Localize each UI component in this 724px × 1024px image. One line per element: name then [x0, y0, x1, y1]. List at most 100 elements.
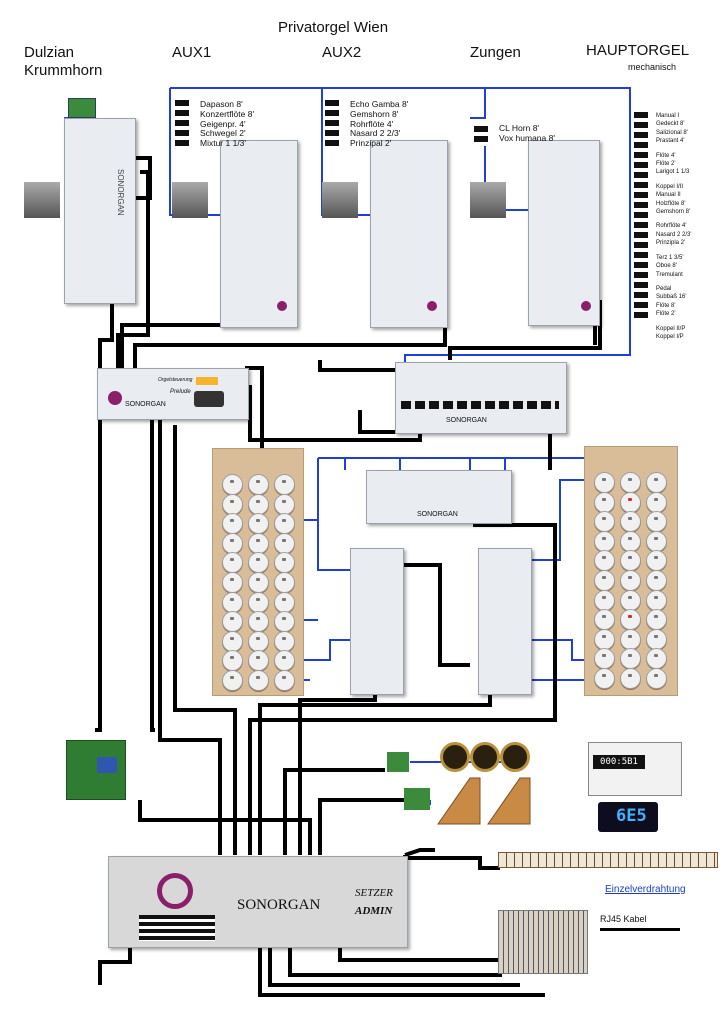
pipes-photo-aux2: [322, 182, 358, 218]
touch-display: 000:5B1: [588, 742, 682, 796]
board-brand: SONORGAN: [417, 511, 458, 518]
stop-knob[interactable]: [594, 491, 615, 513]
header-aux2: AUX2: [322, 44, 362, 61]
brand-logo-icon: [427, 301, 437, 311]
setzer-label: SETZER: [355, 887, 393, 899]
stop-knob[interactable]: [248, 493, 269, 515]
stop-knob[interactable]: [620, 491, 641, 513]
stop-knob[interactable]: [646, 628, 667, 650]
stop-label: Geigenpr. 4': [200, 118, 246, 129]
stop-knob[interactable]: [222, 493, 243, 515]
stop-knob[interactable]: [594, 668, 615, 689]
stop-knob[interactable]: [594, 589, 615, 611]
stop-label: Rohrflöte 4': [350, 118, 394, 129]
stop-knob[interactable]: [646, 570, 667, 591]
stop-label: Gemshorn 8': [350, 108, 399, 119]
transformer-icon: [97, 757, 117, 773]
stop-knob[interactable]: [620, 570, 641, 591]
brand-logo-icon: [581, 301, 591, 311]
stop-knob[interactable]: [274, 630, 295, 652]
pipes-photo-zungen: [470, 182, 506, 218]
stop-knob[interactable]: [222, 552, 243, 574]
controller-display: [196, 377, 218, 385]
led-display: 6E5: [598, 802, 658, 832]
display-value: 000:5B1: [593, 755, 645, 769]
brand-logo-icon: [108, 391, 122, 405]
board-zungen: [528, 140, 600, 326]
stop-knob[interactable]: [620, 550, 641, 572]
stop-knob[interactable]: [222, 532, 243, 554]
board-aux2: [370, 140, 448, 328]
brand-logo-icon: [277, 301, 287, 311]
stop-knob[interactable]: [646, 491, 667, 513]
brand-logo-icon: [157, 873, 193, 909]
header-aux1: AUX1: [172, 44, 212, 61]
diagram-title: Privatorgel Wien: [278, 19, 389, 36]
header-dulzian: Dulzian Krummhorn: [24, 44, 103, 79]
power-board: [66, 740, 126, 800]
magnets-aux1: [175, 100, 189, 148]
stop-knob[interactable]: [248, 572, 269, 593]
stop-label: Mixtur 1 1/3': [200, 138, 247, 149]
stop-knob[interactable]: [274, 532, 295, 554]
magnets-aux2: [325, 100, 339, 148]
stoplist-zungen: CL Horn 8' Vox humana 8': [499, 123, 555, 144]
stop-knob[interactable]: [222, 650, 243, 672]
header-hauptorgel-sub: mechanisch: [628, 62, 677, 72]
stop-knob[interactable]: [620, 472, 641, 493]
stop-label: Prinzipal 2': [350, 138, 392, 149]
stop-knob[interactable]: [594, 530, 615, 552]
stop-knob[interactable]: [248, 591, 269, 613]
pipes-photo-dulzian: [24, 182, 60, 218]
stop-knob[interactable]: [646, 668, 667, 689]
stop-knob[interactable]: [274, 650, 295, 672]
stop-knob[interactable]: [248, 670, 269, 691]
controller-keypad: [194, 391, 224, 407]
controller-model: Prelude: [170, 389, 191, 395]
board-hauptorgel: SONORGAN: [395, 362, 567, 434]
board-dulzian: SONORGAN: [64, 118, 136, 304]
relay-board-icon: [387, 752, 409, 772]
stop-knob[interactable]: [248, 474, 269, 495]
relay-board-icon: [404, 788, 430, 810]
led-value: 6E5: [616, 806, 647, 826]
stop-knob[interactable]: [274, 493, 295, 515]
stop-knob[interactable]: [248, 513, 269, 535]
stop-knob[interactable]: [274, 572, 295, 593]
pipes-photo-aux1: [172, 182, 208, 218]
rj45-wires: [95, 156, 602, 997]
legend-single-wire: Einzelverdrahtung: [605, 884, 686, 895]
stop-knob[interactable]: [620, 589, 641, 611]
stop-knob[interactable]: [620, 530, 641, 552]
stop-knob[interactable]: [222, 474, 243, 495]
stop-knob[interactable]: [248, 630, 269, 652]
stop-label: CL Horn 8': [499, 123, 540, 133]
stop-knob[interactable]: [646, 472, 667, 493]
relay-board-icon: [68, 98, 96, 118]
stop-knob[interactable]: [248, 532, 269, 554]
stop-knob[interactable]: [594, 570, 615, 591]
swell-pedals: [434, 774, 534, 826]
stop-knob[interactable]: [274, 670, 295, 691]
stop-knob[interactable]: [274, 474, 295, 495]
stop-knob[interactable]: [222, 591, 243, 613]
stop-knob[interactable]: [594, 472, 615, 493]
stop-knob[interactable]: [222, 572, 243, 593]
setzer-connector: [139, 915, 215, 941]
board-middle-right: [478, 548, 532, 695]
stop-knob[interactable]: [646, 589, 667, 611]
header-zungen: Zungen: [470, 44, 521, 61]
keyboard-contacts: [498, 852, 718, 868]
legend-rj45: RJ45 Kabel: [600, 914, 647, 924]
stop-knob[interactable]: [222, 670, 243, 691]
stop-knob[interactable]: [620, 628, 641, 650]
stop-knob[interactable]: [646, 530, 667, 552]
potentiometers: [440, 742, 530, 772]
stop-knob[interactable]: [274, 591, 295, 613]
legend-rj45-line: [600, 928, 680, 931]
stop-knob[interactable]: [594, 628, 615, 650]
stop-knob[interactable]: [620, 668, 641, 689]
stop-knob[interactable]: [222, 630, 243, 652]
